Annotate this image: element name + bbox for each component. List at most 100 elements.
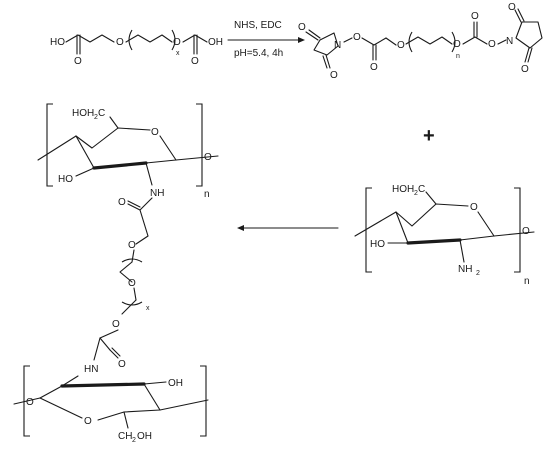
top-bracket-left (46, 103, 53, 187)
chitosan-glycosidic-o: O (522, 226, 530, 237)
chitosan-bracket-left (365, 187, 372, 273)
chitosan-glycosidic-right (493, 231, 535, 237)
peg-right-chain (182, 34, 208, 43)
nhs-right-o-top: O (508, 2, 516, 13)
linker-repeat-close (121, 301, 143, 306)
bottom-bracket-left (23, 365, 30, 437)
chitosan-bracket-right (514, 187, 521, 273)
nhs-left-co-bottom (325, 54, 331, 69)
ester-repeat-chain (405, 36, 453, 45)
reaction-arrow-activation: NHS, EDC pH=5.4, 4h (227, 20, 305, 59)
linker-ch2-lower (121, 299, 137, 315)
ester-ether-o-2: O (453, 39, 461, 50)
bottom-c6-ch2 (123, 411, 129, 429)
reaction-arrow-crosslink (237, 225, 339, 231)
chitosan-c5-c6 (425, 191, 437, 205)
linker-n-c (139, 197, 153, 211)
nhs-ring-left (313, 32, 339, 56)
bottom-c3-oh (143, 381, 167, 385)
linker-lower-c-n (93, 337, 101, 361)
top-ho-label: HO (58, 174, 73, 185)
nhs-right-o-n (497, 39, 507, 45)
ester-right-carbonyl-o: O (471, 11, 479, 22)
ester-left-chain (361, 37, 387, 46)
ester-repeat-close (451, 31, 456, 53)
reaction-conditions: pH=5.4, 4h (234, 48, 283, 59)
arrow-head (298, 37, 305, 43)
bottom-ch2oh-oh: OH (137, 431, 152, 442)
ester-left-ch2 (385, 37, 397, 46)
bottom-hn-label: HN (84, 364, 98, 375)
top-nh-label: NH (150, 188, 164, 199)
nhs-right-co-bottom (524, 47, 530, 63)
top-repeat-n: n (204, 189, 210, 200)
linker-ether-o-1: O (128, 240, 136, 251)
chitosan-ring-bottom-bold (406, 238, 462, 245)
peg-right-oh-label: OH (208, 37, 223, 48)
peg-left-carbonyl-o: O (74, 56, 82, 67)
ester-repeat-n: n (456, 53, 460, 60)
ester-ether-o-1: O (397, 40, 405, 51)
ester-right-chain (462, 36, 488, 45)
chitosan-hoh2c-sub: 2 (414, 190, 418, 197)
reaction-reagents: NHS, EDC (234, 20, 282, 31)
top-hoh2c-sub: 2 (94, 114, 98, 121)
top-hoh2c-hoh: HOH (72, 108, 94, 119)
chitosan-ring-o-c1 (477, 211, 495, 237)
peg-repeat-x: x (176, 50, 180, 57)
top-ring-o-c1 (159, 135, 177, 161)
bottom-ring-o: O (84, 416, 92, 427)
peg-right-carbonyl-o: O (191, 56, 199, 67)
bottom-bracket-right (200, 365, 207, 437)
top-ring-c4-c3 (75, 135, 95, 169)
nhs-ring-right (515, 21, 543, 49)
linker-amide-co-2 (127, 200, 141, 208)
linker-repeat-x: x (146, 305, 150, 312)
linker-ether-o-3: O (112, 319, 120, 330)
peg-left-ho-label: HO (50, 37, 65, 48)
bottom-ring-c5-c6 (123, 409, 161, 413)
nhs-left-co-top-2 (308, 29, 321, 39)
top-ring-o: O (151, 127, 159, 138)
bottom-c2-n (61, 375, 79, 387)
crosslinked-product: n O O HOH 2 C HO NH O O O x O (13, 103, 219, 444)
chitosan-unit: n O O HOH 2 C HO NH 2 (354, 184, 535, 287)
chitosan-c2-n (459, 239, 465, 263)
peg-ether-o-2: O (173, 37, 181, 48)
top-hoh2c-c: C (98, 108, 105, 119)
linker-lower-co-2 (111, 347, 121, 357)
bottom-oh-label: OH (168, 378, 183, 389)
chitosan-ring-top (395, 203, 469, 227)
nhs-left-co-bottom-2 (322, 55, 328, 69)
peg-diacid-reactant: HO O O O x O OH (50, 29, 223, 67)
linker-amide-o: O (118, 197, 126, 208)
chitosan-glycosidic-left (354, 211, 397, 237)
chitosan-ring-c4-c3 (395, 211, 409, 244)
top-bracket-right (196, 103, 203, 187)
linker-repeat-open (121, 258, 143, 263)
peg-repeat-chain (125, 34, 173, 43)
chitosan-ring-c2-c1 (459, 235, 495, 241)
chitosan-nh2-label: NH (458, 264, 472, 275)
nhs-right-o-bottom: O (521, 64, 529, 75)
linker-lower-amide-o: O (118, 359, 126, 370)
top-glycosidic-right (175, 155, 219, 161)
linker-ether-o-2: O (128, 278, 136, 289)
nhs-right-n: N (506, 36, 513, 47)
bottom-glycosidic-o: O (26, 397, 34, 408)
linker-lower-amide-c (99, 337, 111, 351)
linker-repeat-chain (119, 261, 133, 283)
linker-o-ch2 (131, 249, 135, 263)
bottom-ring-o-c1 (39, 397, 83, 419)
ester-left-carbonyl-o: O (370, 62, 378, 73)
nhs-left-n: N (334, 40, 341, 51)
chitosan-ho-label: HO (370, 239, 385, 250)
top-ring-bottom-bold (92, 161, 148, 170)
bottom-glycosidic-right (159, 399, 209, 411)
crosslink-arrow-head (237, 225, 244, 231)
bottom-ring-c4-c5 (143, 383, 161, 411)
top-c2-n (145, 162, 153, 186)
chitosan-hoh2c-c: C (418, 184, 425, 195)
bottom-ring-lower (97, 411, 125, 421)
